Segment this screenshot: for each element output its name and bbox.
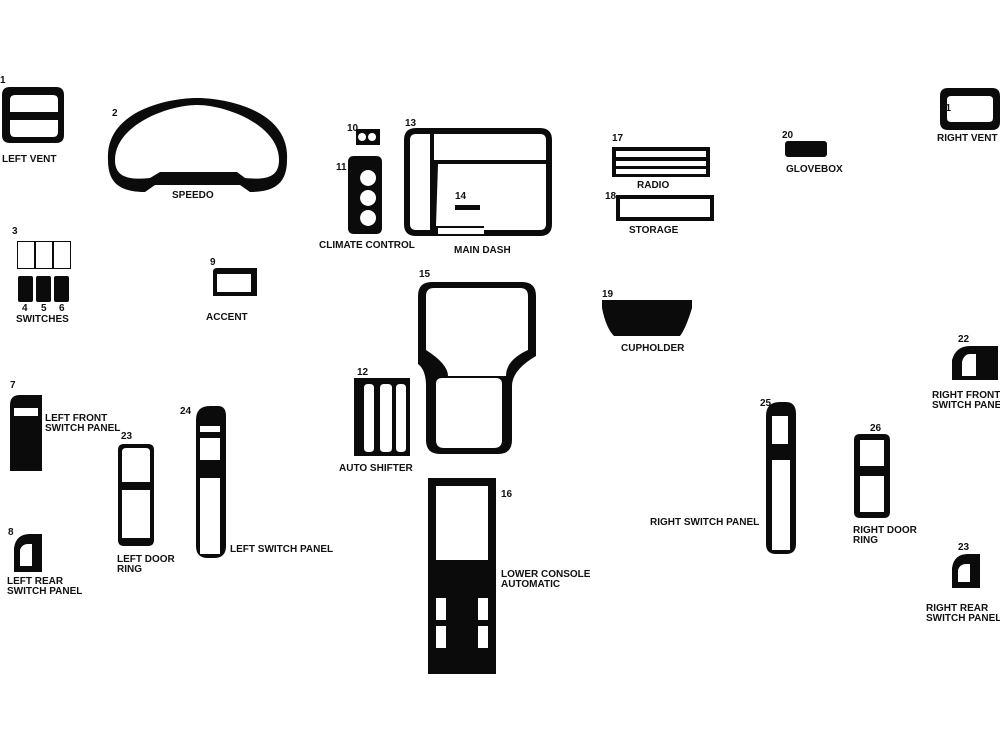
part-number-17: 17 (612, 133, 624, 144)
label-speedo: SPEEDO (172, 190, 214, 201)
part-19-cupholder (602, 300, 692, 336)
part-number-14: 14 (455, 191, 467, 202)
label-left-rear-switch-panel: LEFT REAR SWITCH PANEL (7, 576, 83, 597)
part-22-rf-switch-panel (952, 346, 998, 380)
part-10 (356, 129, 380, 145)
part-26-right-door-ring (854, 434, 890, 518)
label-auto-shifter: AUTO SHIFTER (339, 463, 413, 474)
part-8-lr-switch-panel (14, 534, 42, 572)
part-number-13: 13 (405, 118, 417, 129)
label-left-vent: LEFT VENT (2, 154, 57, 165)
part-12-auto-shifter (354, 378, 410, 456)
part-3-switches (17, 241, 71, 269)
label-right-rear-switch-panel: RIGHT REAR SWITCH PANEL (926, 603, 1000, 624)
label-accent: ACCENT (206, 312, 248, 323)
part-number-3: 3 (12, 226, 18, 237)
label-left-door-ring: LEFT DOOR RING (117, 554, 175, 575)
part-18-storage (616, 195, 714, 221)
label-glovebox: GLOVEBOX (786, 164, 843, 175)
part-9-accent (213, 268, 257, 296)
part-17-radio (612, 147, 710, 177)
part-number-23-right: 23 (958, 542, 970, 553)
part-number-11: 11 (336, 162, 347, 173)
part-23-rr-switch-panel (952, 554, 980, 588)
part-number-2: 2 (112, 108, 118, 119)
part-23-left-door-ring (118, 444, 154, 546)
part-25-right-switch-panel (766, 402, 796, 554)
label-radio: RADIO (637, 180, 670, 191)
part-number-21: 21 (940, 103, 952, 114)
label-right-door-ring: RIGHT DOOR RING (853, 525, 917, 546)
part-2-speedo (107, 98, 288, 192)
part-number-15: 15 (419, 269, 431, 280)
part-number-9: 9 (210, 257, 216, 268)
part-6 (54, 276, 69, 302)
part-number-1: 1 (0, 75, 6, 86)
part-24-left-switch-panel (196, 406, 226, 558)
part-number-18: 18 (605, 191, 617, 202)
part-1-left-vent (2, 87, 64, 143)
label-right-switch-panel: RIGHT SWITCH PANEL (650, 517, 760, 528)
part-20-glovebox (785, 141, 827, 157)
part-15-console (418, 282, 536, 454)
part-4 (18, 276, 33, 302)
part-number-12: 12 (357, 367, 369, 378)
part-13-main-dash (404, 128, 552, 236)
part-number-7: 7 (10, 380, 16, 391)
part-number-8: 8 (8, 527, 14, 538)
part-number-4: 4 (22, 303, 28, 314)
label-left-switch-panel: LEFT SWITCH PANEL (230, 544, 334, 555)
part-number-16: 16 (501, 489, 513, 500)
part-number-24: 24 (180, 406, 192, 417)
part-number-19: 19 (602, 289, 614, 300)
part-number-22: 22 (958, 334, 970, 345)
part-number-6: 6 (59, 303, 65, 314)
part-number-25: 25 (760, 398, 772, 409)
part-number-23-left: 23 (121, 431, 133, 442)
part-14 (455, 205, 480, 210)
part-11-climate-control (348, 156, 382, 234)
label-right-front-switch-panel: RIGHT FRONT SWITCH PANEL (932, 390, 1000, 411)
part-21-right-vent (940, 88, 1000, 130)
label-main-dash: MAIN DASH (454, 245, 511, 256)
label-right-vent: RIGHT VENT (937, 133, 998, 144)
part-number-5: 5 (41, 303, 47, 314)
label-climate-control: CLIMATE CONTROL (319, 240, 415, 251)
label-cupholder: CUPHOLDER (621, 343, 685, 354)
part-number-20: 20 (782, 130, 794, 141)
part-7-lf-switch-panel (10, 395, 42, 471)
part-number-26: 26 (870, 423, 882, 434)
label-switches: SWITCHES (16, 314, 69, 325)
label-left-front-switch-panel: LEFT FRONT SWITCH PANEL (45, 413, 121, 434)
part-number-10: 10 (347, 123, 359, 134)
part-16-lower-console (428, 478, 496, 674)
part-5 (36, 276, 51, 302)
label-storage: STORAGE (629, 225, 679, 236)
label-lower-console-automatic: LOWER CONSOLE AUTOMATIC (501, 569, 591, 590)
